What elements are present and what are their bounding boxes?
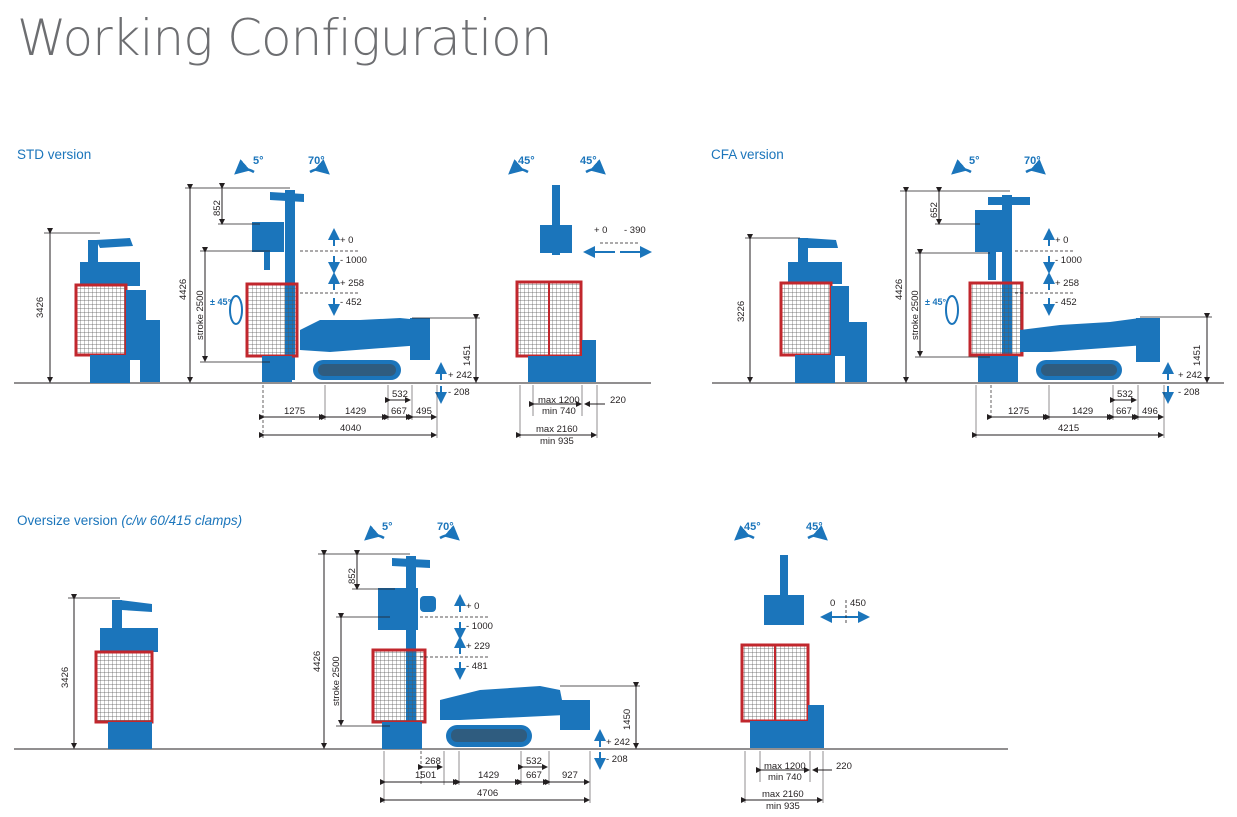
std-total-height: 4426 [178,279,189,300]
oversize-dim-5: 927 [562,770,578,781]
cfa-rotation-label: ± 45° [925,297,946,307]
cfa-body-height: 1451 [1192,345,1203,366]
std-front-min-track: min 935 [540,436,574,447]
std-front-max-track: max 2160 [536,424,578,435]
oversize-body-height: 1450 [622,709,633,730]
std-front-shift-b: - 390 [624,225,646,236]
oversize-front-offset: 220 [836,761,852,772]
cfa-side-dimensions: 4426 652 stroke 2500 ± 45° 5° 70° + 0 - … [894,155,1212,438]
oversize-front-view-machine [740,555,824,748]
oversize-front-shift-b: 450 [850,598,866,609]
cfa-total-height: 4426 [894,279,905,300]
cfa-up-2: + 258 [1055,278,1079,289]
oversize-dim-2: 1429 [478,770,499,781]
cfa-track-down: - 208 [1178,387,1200,398]
cfa-track-up: + 242 [1178,370,1202,381]
oversize-up-2: + 229 [466,641,490,652]
std-front-shift-a: + 0 [594,225,607,236]
cfa-side-view-machine [968,195,1160,382]
std-track-down: - 208 [448,387,470,398]
std-up-1: + 0 [340,235,353,246]
std-side-view-machine [245,190,430,382]
cfa-angle-left: 5° [969,155,980,167]
std-total-length: 4040 [340,423,361,434]
cfa-dim-3: 532 [1117,389,1133,400]
oversize-dim-4: 667 [526,770,542,781]
cfa-total-length: 4215 [1058,423,1079,434]
std-head-height: 852 [212,200,223,216]
cfa-dim-1: 1275 [1008,406,1029,417]
std-rear-height-dimension: 3426 [35,228,100,383]
oversize-stroke: stroke 2500 [331,656,342,706]
cfa-dim-4: 667 [1116,406,1132,417]
std-dim-4: 667 [391,406,407,417]
cfa-dim-5: 496 [1142,406,1158,417]
std-dim-2: 1429 [345,406,366,417]
std-front-view-machine [515,185,596,382]
cfa-section-title: CFA version [711,147,784,162]
oversize-track-down: - 208 [606,754,628,765]
std-rear-view-machine [74,238,160,383]
std-body-height: 1451 [462,345,473,366]
std-front-offset: 220 [610,395,626,406]
oversize-side-view-machine [371,556,590,749]
std-side-dimensions: 4426 852 stroke 2500 ± 45° 5° 70° + 0 - … [178,155,480,438]
oversize-total-height: 4426 [312,651,323,672]
cfa-up-1: + 0 [1055,235,1068,246]
std-angle-right: 70° [308,155,325,167]
std-front-dimensions: 45° 45° + 0 - 390 max 1200 min 740 220 m… [510,155,652,447]
std-dim-1: 1275 [284,406,305,417]
oversize-dim-0: 268 [425,756,441,767]
std-dim-5: 495 [416,406,432,417]
cfa-dim-2: 1429 [1072,406,1093,417]
oversize-dim-1: 1501 [415,770,436,781]
cfa-rear-height: 3226 [736,301,747,322]
std-front-max-width: max 1200 [538,395,580,406]
std-stroke: stroke 2500 [195,290,206,340]
oversize-down-2: - 481 [466,661,488,672]
page-title: Working Configuration [17,9,552,67]
std-dim-3: 532 [392,389,408,400]
oversize-front-angle-left: 45° [744,521,761,533]
oversize-angle-right: 70° [437,521,454,533]
oversize-front-min-track: min 935 [766,801,800,812]
std-angle-left: 5° [253,155,264,167]
oversize-rear-view-machine [94,600,158,749]
cfa-rear-height-dimension: 3226 [736,234,800,383]
cfa-down-1: - 1000 [1055,255,1082,266]
oversize-section-title: Oversize version (c/w 60/415 clamps) [17,513,243,528]
std-down-2: - 452 [340,297,362,308]
oversize-front-dimensions: 45° 45° 0 450 max 1200 min 740 220 max 2… [736,521,870,812]
cfa-stroke: stroke 2500 [910,290,921,340]
oversize-rear-height: 3426 [60,667,71,688]
std-front-angle-right: 45° [580,155,597,167]
oversize-front-angle-right: 45° [806,521,823,533]
std-front-angle-left: 45° [518,155,535,167]
std-track-up: + 242 [448,370,472,381]
oversize-front-max-track: max 2160 [762,789,804,800]
cfa-down-2: - 452 [1055,297,1077,308]
std-up-2: + 258 [340,278,364,289]
std-rear-height: 3426 [35,297,46,318]
oversize-up-1: + 0 [466,601,479,612]
cfa-rear-view-machine [779,238,867,383]
cfa-head-height: 652 [929,202,940,218]
oversize-total-length: 4706 [477,788,498,799]
cfa-angle-right: 70° [1024,155,1041,167]
std-down-1: - 1000 [340,255,367,266]
oversize-angle-left: 5° [382,521,393,533]
oversize-track-up: + 242 [606,737,630,748]
oversize-dim-3: 532 [526,756,542,767]
oversize-down-1: - 1000 [466,621,493,632]
std-section-title: STD version [17,147,92,162]
oversize-side-dimensions: 4426 852 stroke 2500 5° 70° + 0 - 1000 +… [312,521,640,803]
oversize-front-max-width: max 1200 [764,761,806,772]
oversize-front-shift-a: 0 [830,598,835,609]
oversize-head-height: 852 [347,568,358,584]
std-front-min-width: min 740 [542,406,576,417]
oversize-front-min-width: min 740 [768,772,802,783]
oversize-rear-height-dimension: 3426 [60,594,120,749]
std-rotation-label: ± 45° [210,297,231,307]
